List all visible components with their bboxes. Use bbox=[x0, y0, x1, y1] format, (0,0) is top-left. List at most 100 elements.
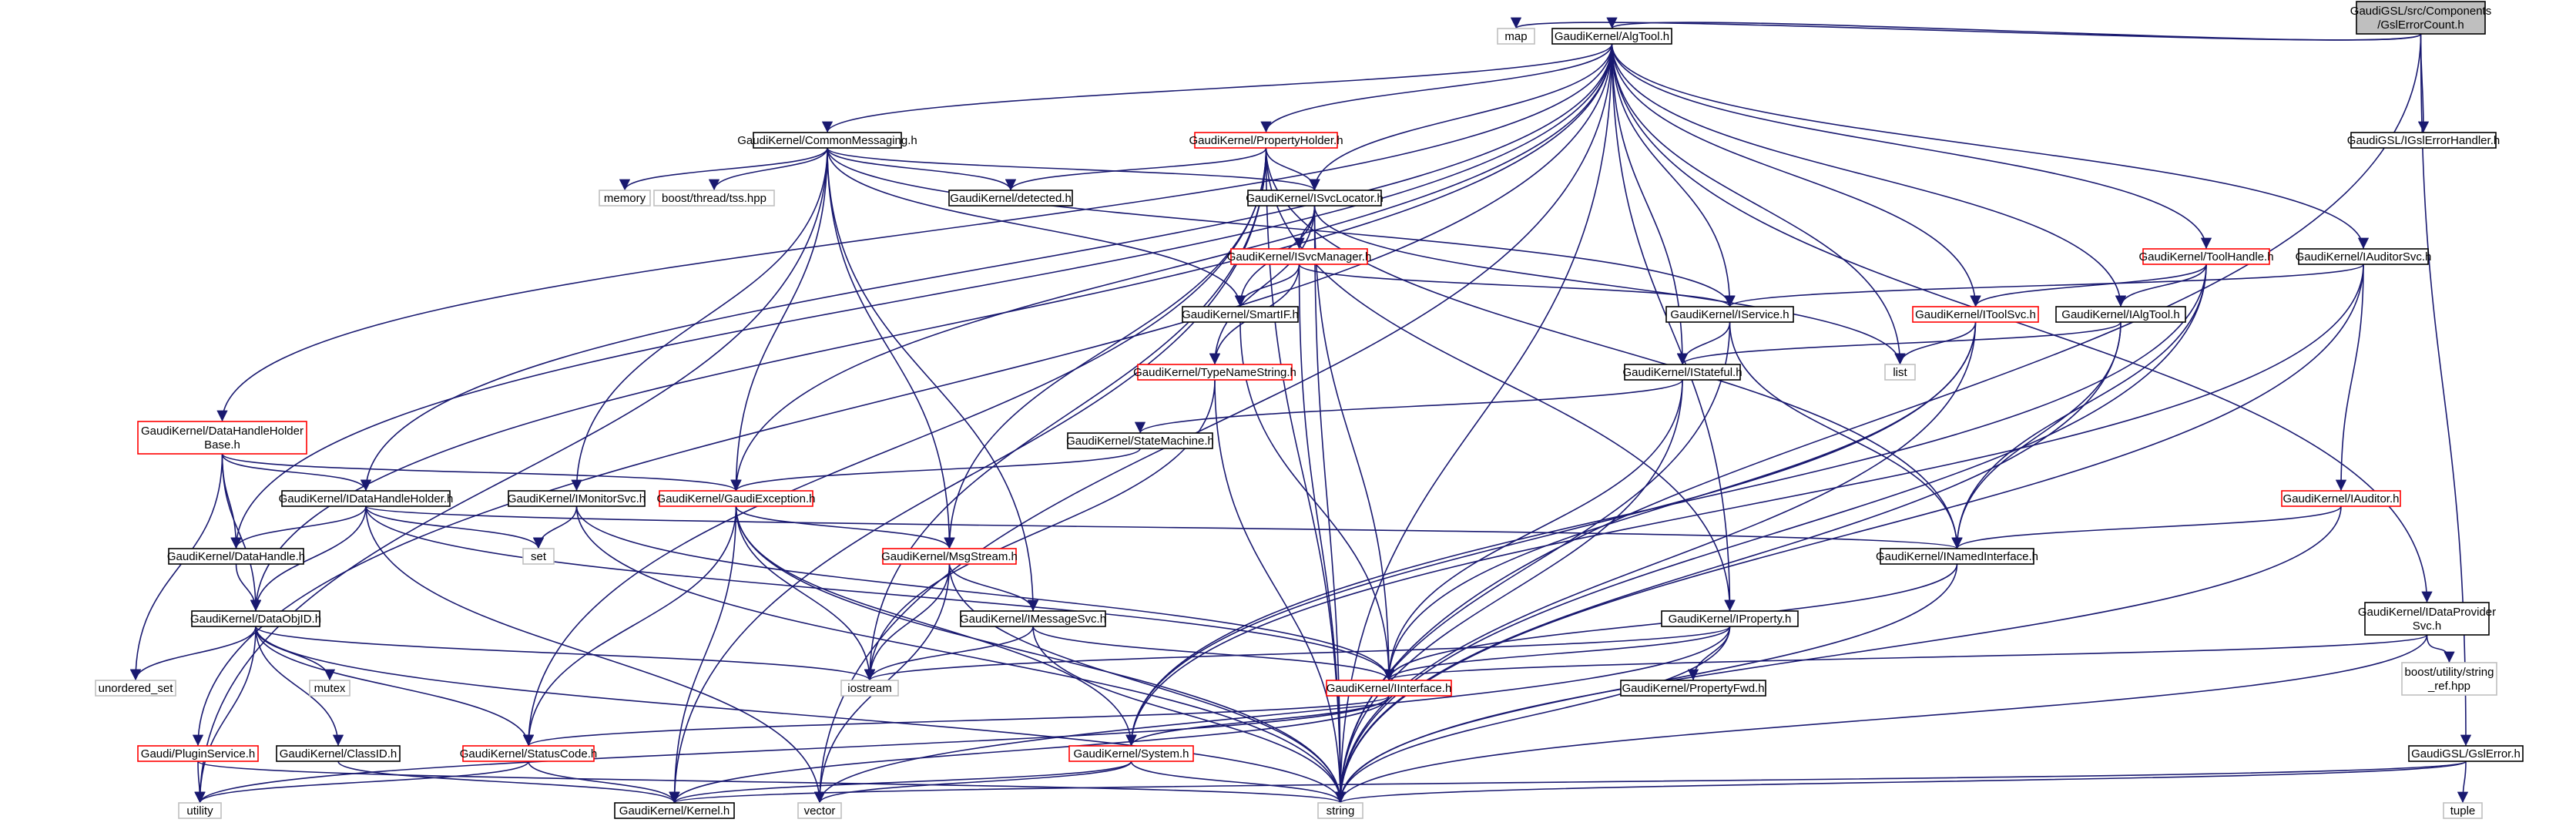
node-iproperty[interactable]: GaudiKernel/IProperty.h bbox=[1661, 610, 1799, 627]
node-typenamestring[interactable]: GaudiKernel/TypeNameString.h bbox=[1133, 364, 1296, 381]
node-iservice-label: GaudiKernel/IService.h bbox=[1670, 308, 1789, 321]
node-tooljhandle[interactable]: GaudiKernel/ToolHandle.h bbox=[2138, 248, 2274, 265]
node-ialgtool[interactable]: GaudiKernel/IAlgTool.h bbox=[2055, 306, 2186, 323]
edge-propertyholder-to-isvclocator bbox=[1265, 147, 1320, 191]
node-utility: utility bbox=[178, 802, 222, 819]
edge-msgstream-to-string bbox=[948, 563, 1347, 804]
node-idatahandleholder[interactable]: GaudiKernel/IDataHandleHolder.h bbox=[279, 490, 454, 507]
edge-propertyholder-to-detected bbox=[1005, 147, 1267, 191]
edge-statuscode-to-kernel bbox=[528, 761, 680, 804]
node-map-box bbox=[1497, 28, 1535, 45]
node-imonitorsvc-label: GaudiKernel/IMonitorSvc.h bbox=[508, 492, 646, 505]
node-propertyfwd[interactable]: GaudiKernel/PropertyFwd.h bbox=[1620, 680, 1766, 697]
node-iauditorsvc-label: GaudiKernel/IAuditorSvc.h bbox=[2296, 250, 2432, 264]
edge-itoolsvc-to-list bbox=[1894, 321, 1977, 365]
node-iauditorsvc-box bbox=[2298, 248, 2429, 265]
node-vector: vector bbox=[797, 802, 842, 819]
edge-tooljhandle-to-itoolsvc bbox=[1970, 264, 2207, 307]
edge-itoolsvc-to-system bbox=[1125, 321, 1977, 747]
node-isvclocator[interactable]: GaudiKernel/ISvcLocator.h bbox=[1246, 190, 1384, 206]
node-dataobjid[interactable]: GaudiKernel/DataObjID.h bbox=[190, 610, 321, 627]
node-unordered_set-box bbox=[95, 680, 176, 697]
edge-isvclocator-to-list bbox=[1313, 205, 1906, 365]
node-algtool[interactable]: GaudiKernel/AlgTool.h bbox=[1551, 28, 1672, 45]
node-classid[interactable]: GaudiKernel/ClassID.h bbox=[276, 745, 401, 762]
node-msgstream[interactable]: GaudiKernel/MsgStream.h bbox=[881, 548, 1018, 565]
node-detected-box bbox=[948, 190, 1073, 206]
node-boostutility-label: boost/utility/string bbox=[2405, 666, 2494, 679]
node-iauditorsvc[interactable]: GaudiKernel/IAuditorSvc.h bbox=[2296, 248, 2432, 265]
edge-dataobjid-to-string bbox=[255, 626, 1347, 804]
node-propertyholder[interactable]: GaudiKernel/PropertyHolder.h bbox=[1189, 132, 1343, 149]
node-root-label: GaudiGSL/src/Components bbox=[2350, 5, 2491, 18]
edge-iinterface-to-utility bbox=[194, 695, 1390, 804]
node-classid-label: GaudiKernel/ClassID.h bbox=[280, 747, 397, 761]
node-istateful[interactable]: GaudiKernel/IStateful.h bbox=[1622, 364, 1742, 381]
edge-gaudiexception-to-iostream bbox=[735, 505, 876, 681]
edge-propertyholder-to-string bbox=[1265, 147, 1347, 804]
edge-iservice-to-inamedinterface bbox=[1729, 321, 1963, 549]
node-msgstream-box bbox=[882, 548, 1017, 565]
edge-iauditorsvc-to-iauditor bbox=[2335, 264, 2364, 492]
node-utility-box bbox=[178, 802, 222, 819]
node-iostream-box bbox=[840, 680, 899, 697]
node-gaudiexception[interactable]: GaudiKernel/GaudiException.h bbox=[657, 490, 816, 507]
edge-tooljhandle-to-inamedinterface bbox=[1951, 264, 2207, 549]
node-datahandleholderbase-label: GaudiKernel/DataHandleHolder bbox=[141, 425, 304, 438]
node-propertyholder-box bbox=[1194, 132, 1338, 149]
edge-imessagesvc-to-string bbox=[1032, 626, 1347, 804]
node-smartif-label: GaudiKernel/SmartIF.h bbox=[1182, 308, 1299, 321]
node-algtool-box bbox=[1551, 28, 1672, 45]
node-set: set bbox=[522, 548, 555, 565]
node-imonitorsvc[interactable]: GaudiKernel/IMonitorSvc.h bbox=[508, 490, 646, 507]
edge-iproperty-to-string bbox=[1334, 626, 1731, 804]
node-imessagesvc[interactable]: GaudiKernel/IMessageSvc.h bbox=[960, 610, 1106, 627]
node-root[interactable]: GaudiGSL/src/Components/GslErrorCount.h bbox=[2350, 1, 2491, 35]
node-dataobjid-box bbox=[191, 610, 320, 627]
node-itoolsvc-box bbox=[1912, 306, 2039, 323]
edge-commonmessaging-to-isvclocator bbox=[827, 147, 1320, 191]
node-typenamestring-label: GaudiKernel/TypeNameString.h bbox=[1133, 366, 1296, 379]
node-isvcmanager-label: GaudiKernel/ISvcManager.h bbox=[1227, 250, 1372, 264]
node-set-box bbox=[522, 548, 555, 565]
edge-gaudiexception-to-msgstream bbox=[735, 505, 955, 549]
edge-commonmessaging-to-boostthread bbox=[708, 147, 828, 191]
node-itoolsvc[interactable]: GaudiKernel/IToolSvc.h bbox=[1912, 306, 2039, 323]
node-gslerror-box bbox=[2408, 745, 2524, 762]
node-boostthread: boost/thread/tss.hpp bbox=[653, 190, 775, 206]
node-isvcmanager[interactable]: GaudiKernel/ISvcManager.h bbox=[1227, 248, 1372, 265]
node-iauditor[interactable]: GaudiKernel/IAuditor.h bbox=[2281, 490, 2401, 507]
node-iservice[interactable]: GaudiKernel/IService.h bbox=[1665, 306, 1794, 323]
node-system[interactable]: GaudiKernel/System.h bbox=[1068, 745, 1194, 762]
node-boostutility-box bbox=[2401, 662, 2497, 696]
node-kernel[interactable]: GaudiKernel/Kernel.h bbox=[614, 802, 735, 819]
node-statuscode[interactable]: GaudiKernel/StatusCode.h bbox=[460, 745, 597, 762]
node-igslerrorhandler[interactable]: GaudiGSL/IGslErrorHandler.h bbox=[2347, 132, 2500, 149]
node-smartif-box bbox=[1182, 306, 1299, 323]
node-detected[interactable]: GaudiKernel/detected.h bbox=[948, 190, 1073, 206]
node-inamedinterface[interactable]: GaudiKernel/INamedInterface.h bbox=[1876, 548, 2038, 565]
node-gslerror[interactable]: GaudiGSL/GslError.h bbox=[2408, 745, 2524, 762]
edge-isvclocator-to-iinterface bbox=[1313, 205, 1395, 681]
node-memory: memory bbox=[599, 190, 651, 206]
node-tuple-label: tuple bbox=[2450, 804, 2476, 818]
node-datahandleholderbase-box bbox=[137, 421, 307, 455]
edge-idatahandleholder-to-datahandle bbox=[230, 505, 367, 549]
edge-system-to-vector bbox=[813, 761, 1132, 804]
node-datahandle[interactable]: GaudiKernel/DataHandle.h bbox=[167, 548, 305, 565]
edge-gslerror-to-tuple bbox=[2457, 761, 2469, 804]
edge-ialgtool-to-istateful bbox=[1677, 321, 2122, 365]
node-statemachine[interactable]: GaudiKernel/StateMachine.h bbox=[1066, 432, 1214, 449]
edge-iproperty-to-iostream bbox=[864, 626, 1731, 681]
edge-pluginservice-to-utility bbox=[194, 761, 206, 804]
node-commonmessaging[interactable]: GaudiKernel/CommonMessaging.h bbox=[737, 132, 917, 149]
edge-ialgtool-to-string bbox=[1334, 321, 2122, 804]
edge-commonmessaging-to-smartif bbox=[827, 147, 1246, 307]
node-smartif[interactable]: GaudiKernel/SmartIF.h bbox=[1182, 306, 1299, 323]
node-pluginservice[interactable]: Gaudi/PluginService.h bbox=[137, 745, 259, 762]
edge-idatahandleholder-to-dataobjid bbox=[250, 505, 367, 612]
node-iinterface[interactable]: GaudiKernel/IInterface.h bbox=[1326, 680, 1452, 697]
node-boostutility-label: _ref.hpp bbox=[2427, 680, 2470, 693]
